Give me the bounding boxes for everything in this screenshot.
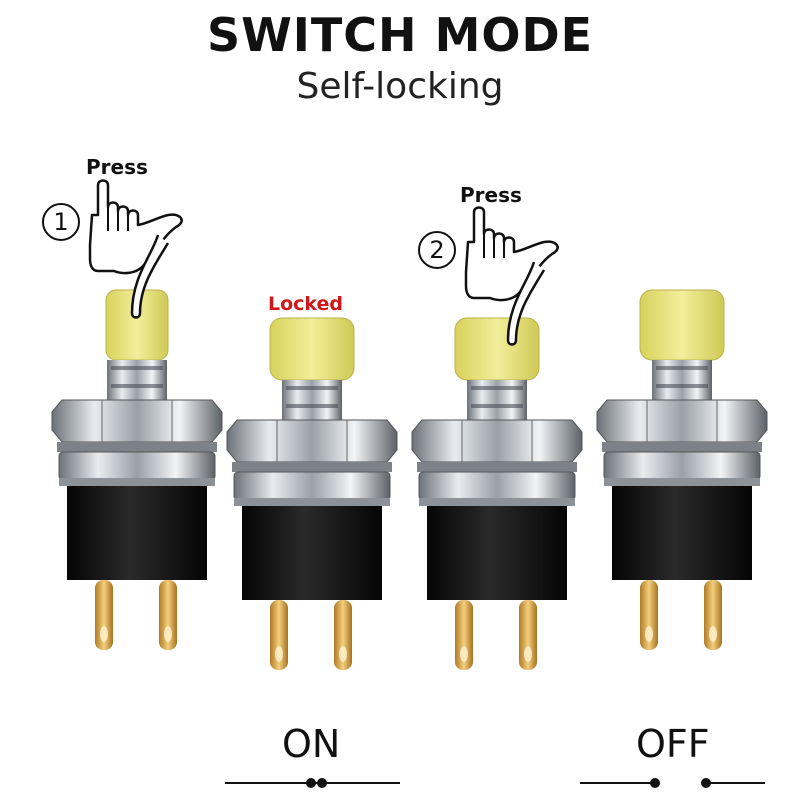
circuit-open-icon (580, 778, 765, 788)
switch-1 (51, 289, 223, 651)
button-cap (269, 317, 355, 381)
page-title: SWITCH MODE (206, 8, 594, 62)
state-on-label: ON (282, 722, 341, 766)
circuit-closed-icon (225, 778, 400, 788)
button-cap (454, 317, 540, 381)
step-1-badge: 1 (42, 203, 80, 241)
button-cap (639, 289, 725, 361)
locked-label: Locked (268, 293, 344, 315)
switch-4 (596, 289, 768, 651)
switch-2 (226, 317, 398, 671)
press-label-2: Press (460, 183, 522, 207)
state-off-label: OFF (636, 722, 710, 766)
page-subtitle: Self-locking (296, 66, 504, 107)
press-label-1: Press (86, 155, 148, 179)
step-2-badge: 2 (418, 231, 456, 269)
switch-3 (411, 317, 583, 671)
